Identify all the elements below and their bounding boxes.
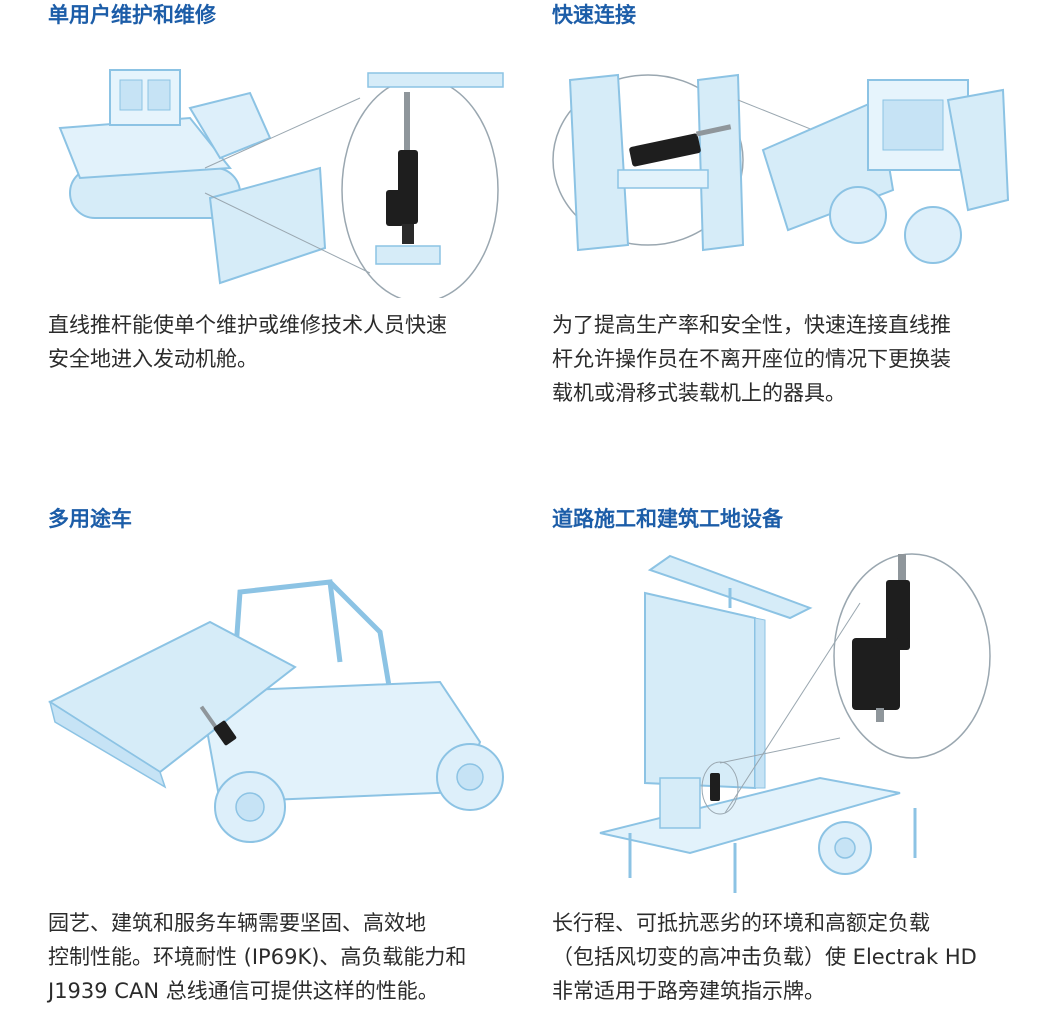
sign-trailer-illustration (590, 548, 1030, 893)
utility-vehicle-illustration (40, 572, 510, 852)
section-desc-utility-vehicle: 园艺、建筑和服务车辆需要坚固、高效地 控制性能。环境耐性 (IP69K)、高负载… (48, 906, 518, 1008)
section-title-road-construction: 道路施工和建筑工地设备 (552, 507, 783, 531)
desc-line: 园艺、建筑和服务车辆需要坚固、高效地 (48, 911, 426, 935)
section-desc-maintenance: 直线推杆能使单个维护或维修技术人员快速 安全地进入发动机舱。 (48, 308, 518, 376)
section-title-quick-coupler: 快速连接 (552, 3, 636, 27)
section-title-utility-vehicle: 多用途车 (48, 507, 132, 531)
desc-line: 直线推杆能使单个维护或维修技术人员快速 (48, 313, 447, 337)
desc-line: 为了提高生产率和安全性，快速连接直线推 (552, 313, 951, 337)
desc-line: 非常适用于路旁建筑指示牌。 (552, 979, 825, 1003)
loader-illustration (548, 60, 1018, 270)
linear-actuator-icon (386, 92, 418, 244)
linear-actuator-icon (629, 124, 732, 167)
desc-line: 长行程、可抵抗恶劣的环境和高额定负载 (552, 911, 930, 935)
bulldozer-illustration (40, 58, 510, 298)
section-desc-road-construction: 长行程、可抵抗恶劣的环境和高额定负载 （包括风切变的高冲击负载）使 Electr… (552, 906, 1032, 1008)
desc-line: J1939 CAN 总线通信可提供这样的性能。 (48, 979, 439, 1003)
desc-line: 安全地进入发动机舱。 (48, 347, 258, 371)
section-title-maintenance: 单用户维护和维修 (48, 3, 216, 27)
desc-line: 载机或滑移式装载机上的器具。 (552, 381, 846, 405)
section-desc-quick-coupler: 为了提高生产率和安全性，快速连接直线推 杆允许操作员在不离开座位的情况下更换装 … (552, 308, 1032, 410)
desc-line: （包括风切变的高冲击负载）使 Electrak HD (552, 945, 977, 969)
linear-actuator-icon (852, 554, 910, 722)
linear-actuator-icon (199, 705, 237, 746)
desc-line: 杆允许操作员在不离开座位的情况下更换装 (552, 347, 951, 371)
desc-line: 控制性能。环境耐性 (IP69K)、高负载能力和 (48, 945, 467, 969)
